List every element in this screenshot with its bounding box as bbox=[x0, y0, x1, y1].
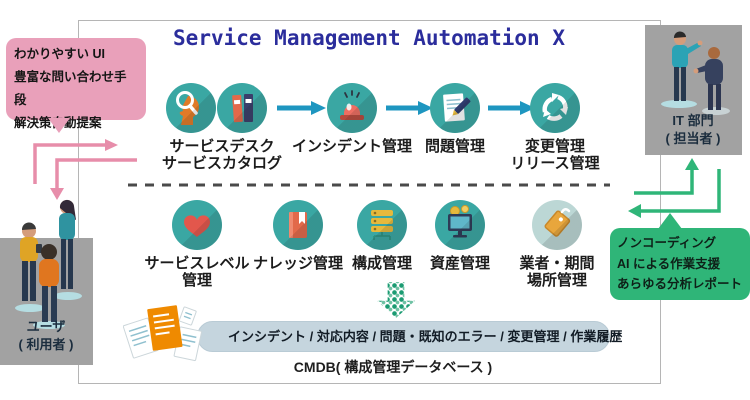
user-callout-tail bbox=[48, 118, 70, 133]
flow-label-change: 変更管理 リリース管理 bbox=[510, 138, 600, 173]
asset-monitor-icon bbox=[435, 200, 485, 250]
it-callout-tail bbox=[658, 213, 682, 229]
service-level-heart-icon bbox=[172, 200, 222, 250]
mgmt-label-asset: 資産管理 bbox=[429, 255, 491, 272]
diagram-title: Service Management Automation X bbox=[173, 26, 565, 50]
mgmt-label-service-level: サービスレベル 管理 bbox=[144, 255, 250, 290]
problem-document-icon bbox=[430, 83, 480, 133]
flow-label-incident: インシデント管理 bbox=[291, 138, 413, 155]
mgmt-label-vendor: 業者・期間 場所管理 bbox=[519, 255, 595, 290]
it-benefits-callout: ノンコーディング AI による作業支援 あらゆる分析レポート bbox=[610, 228, 750, 300]
mgmt-label-config: 構成管理 bbox=[351, 255, 413, 272]
flow-label-service-desk: サービスデスク サービスカタログ bbox=[161, 138, 283, 173]
vendor-tag-icon bbox=[532, 200, 582, 250]
service-catalog-icon bbox=[217, 83, 267, 133]
user-benefits-callout: わかりやすい UI 豊富な問い合わせ手段 解決策自動提案 bbox=[6, 38, 146, 130]
config-servers-icon bbox=[357, 200, 407, 250]
it-actor-label: IT 部門 ( 担当者 ) bbox=[665, 113, 721, 147]
cmdb-data-bar: インシデント / 対応内容 / 問題・既知のエラー / 変更管理 / 作業履歴 bbox=[197, 321, 623, 352]
user-people-illustration bbox=[15, 199, 82, 329]
cmdb-data-bar-text: インシデント / 対応内容 / 問題・既知のエラー / 変更管理 / 作業履歴 bbox=[228, 329, 623, 344]
knowledge-book-icon bbox=[273, 200, 323, 250]
documents-illustration bbox=[123, 305, 203, 362]
change-cycle-icon bbox=[530, 83, 580, 133]
it-people-illustration bbox=[661, 31, 730, 115]
cmdb-caption: CMDB( 構成管理データベース ) bbox=[293, 359, 493, 375]
user-actor-label: ユーザ ( 利用者 ) bbox=[18, 319, 74, 353]
mgmt-label-knowledge: ナレッジ管理 bbox=[252, 255, 344, 272]
incident-alarm-icon bbox=[327, 83, 377, 133]
flow-label-problem: 問題管理 bbox=[424, 138, 486, 155]
service-desk-icon bbox=[166, 83, 216, 133]
